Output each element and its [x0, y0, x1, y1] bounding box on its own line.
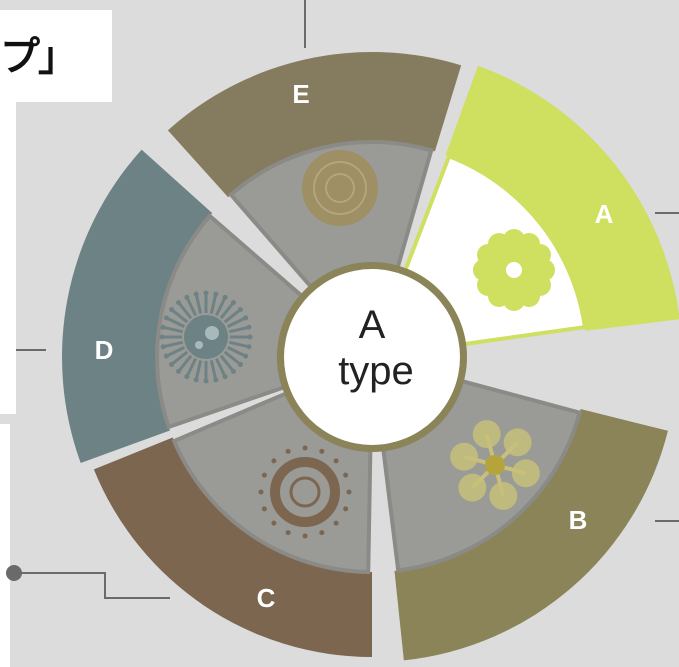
segment-a[interactable]: A — [402, 65, 679, 347]
ring-dots-icon — [258, 445, 352, 539]
segment-c[interactable]: C — [93, 390, 373, 657]
segment-d[interactable]: D — [61, 149, 305, 464]
propeller-icon — [450, 420, 540, 510]
title-fragment: プ」 — [0, 34, 78, 80]
segment-b-label: B — [569, 505, 588, 535]
segment-e-outer-band — [167, 51, 462, 198]
title-box: プ」 — [0, 10, 112, 102]
segment-e[interactable]: E — [167, 51, 462, 290]
segment-d-label: D — [95, 335, 114, 365]
center-line-2: type — [338, 349, 414, 393]
segment-a-label: A — [595, 199, 614, 229]
segment-a-outer-band — [445, 65, 679, 331]
left-panel — [0, 102, 16, 414]
flower-icon — [473, 229, 555, 311]
sunburst-icon — [159, 290, 253, 384]
segment-b-outer-band — [394, 409, 668, 661]
center-line-1: A — [359, 303, 386, 347]
connector-lines — [6, 0, 679, 599]
segment-d-outer-band — [61, 149, 213, 464]
segment-c-outer-band — [93, 437, 372, 657]
segment-c-label: C — [257, 583, 276, 613]
circle-icon — [302, 150, 378, 226]
segment-e-label: E — [292, 79, 309, 109]
left-panel-lower — [0, 424, 10, 667]
center-hub: A type — [277, 262, 467, 452]
